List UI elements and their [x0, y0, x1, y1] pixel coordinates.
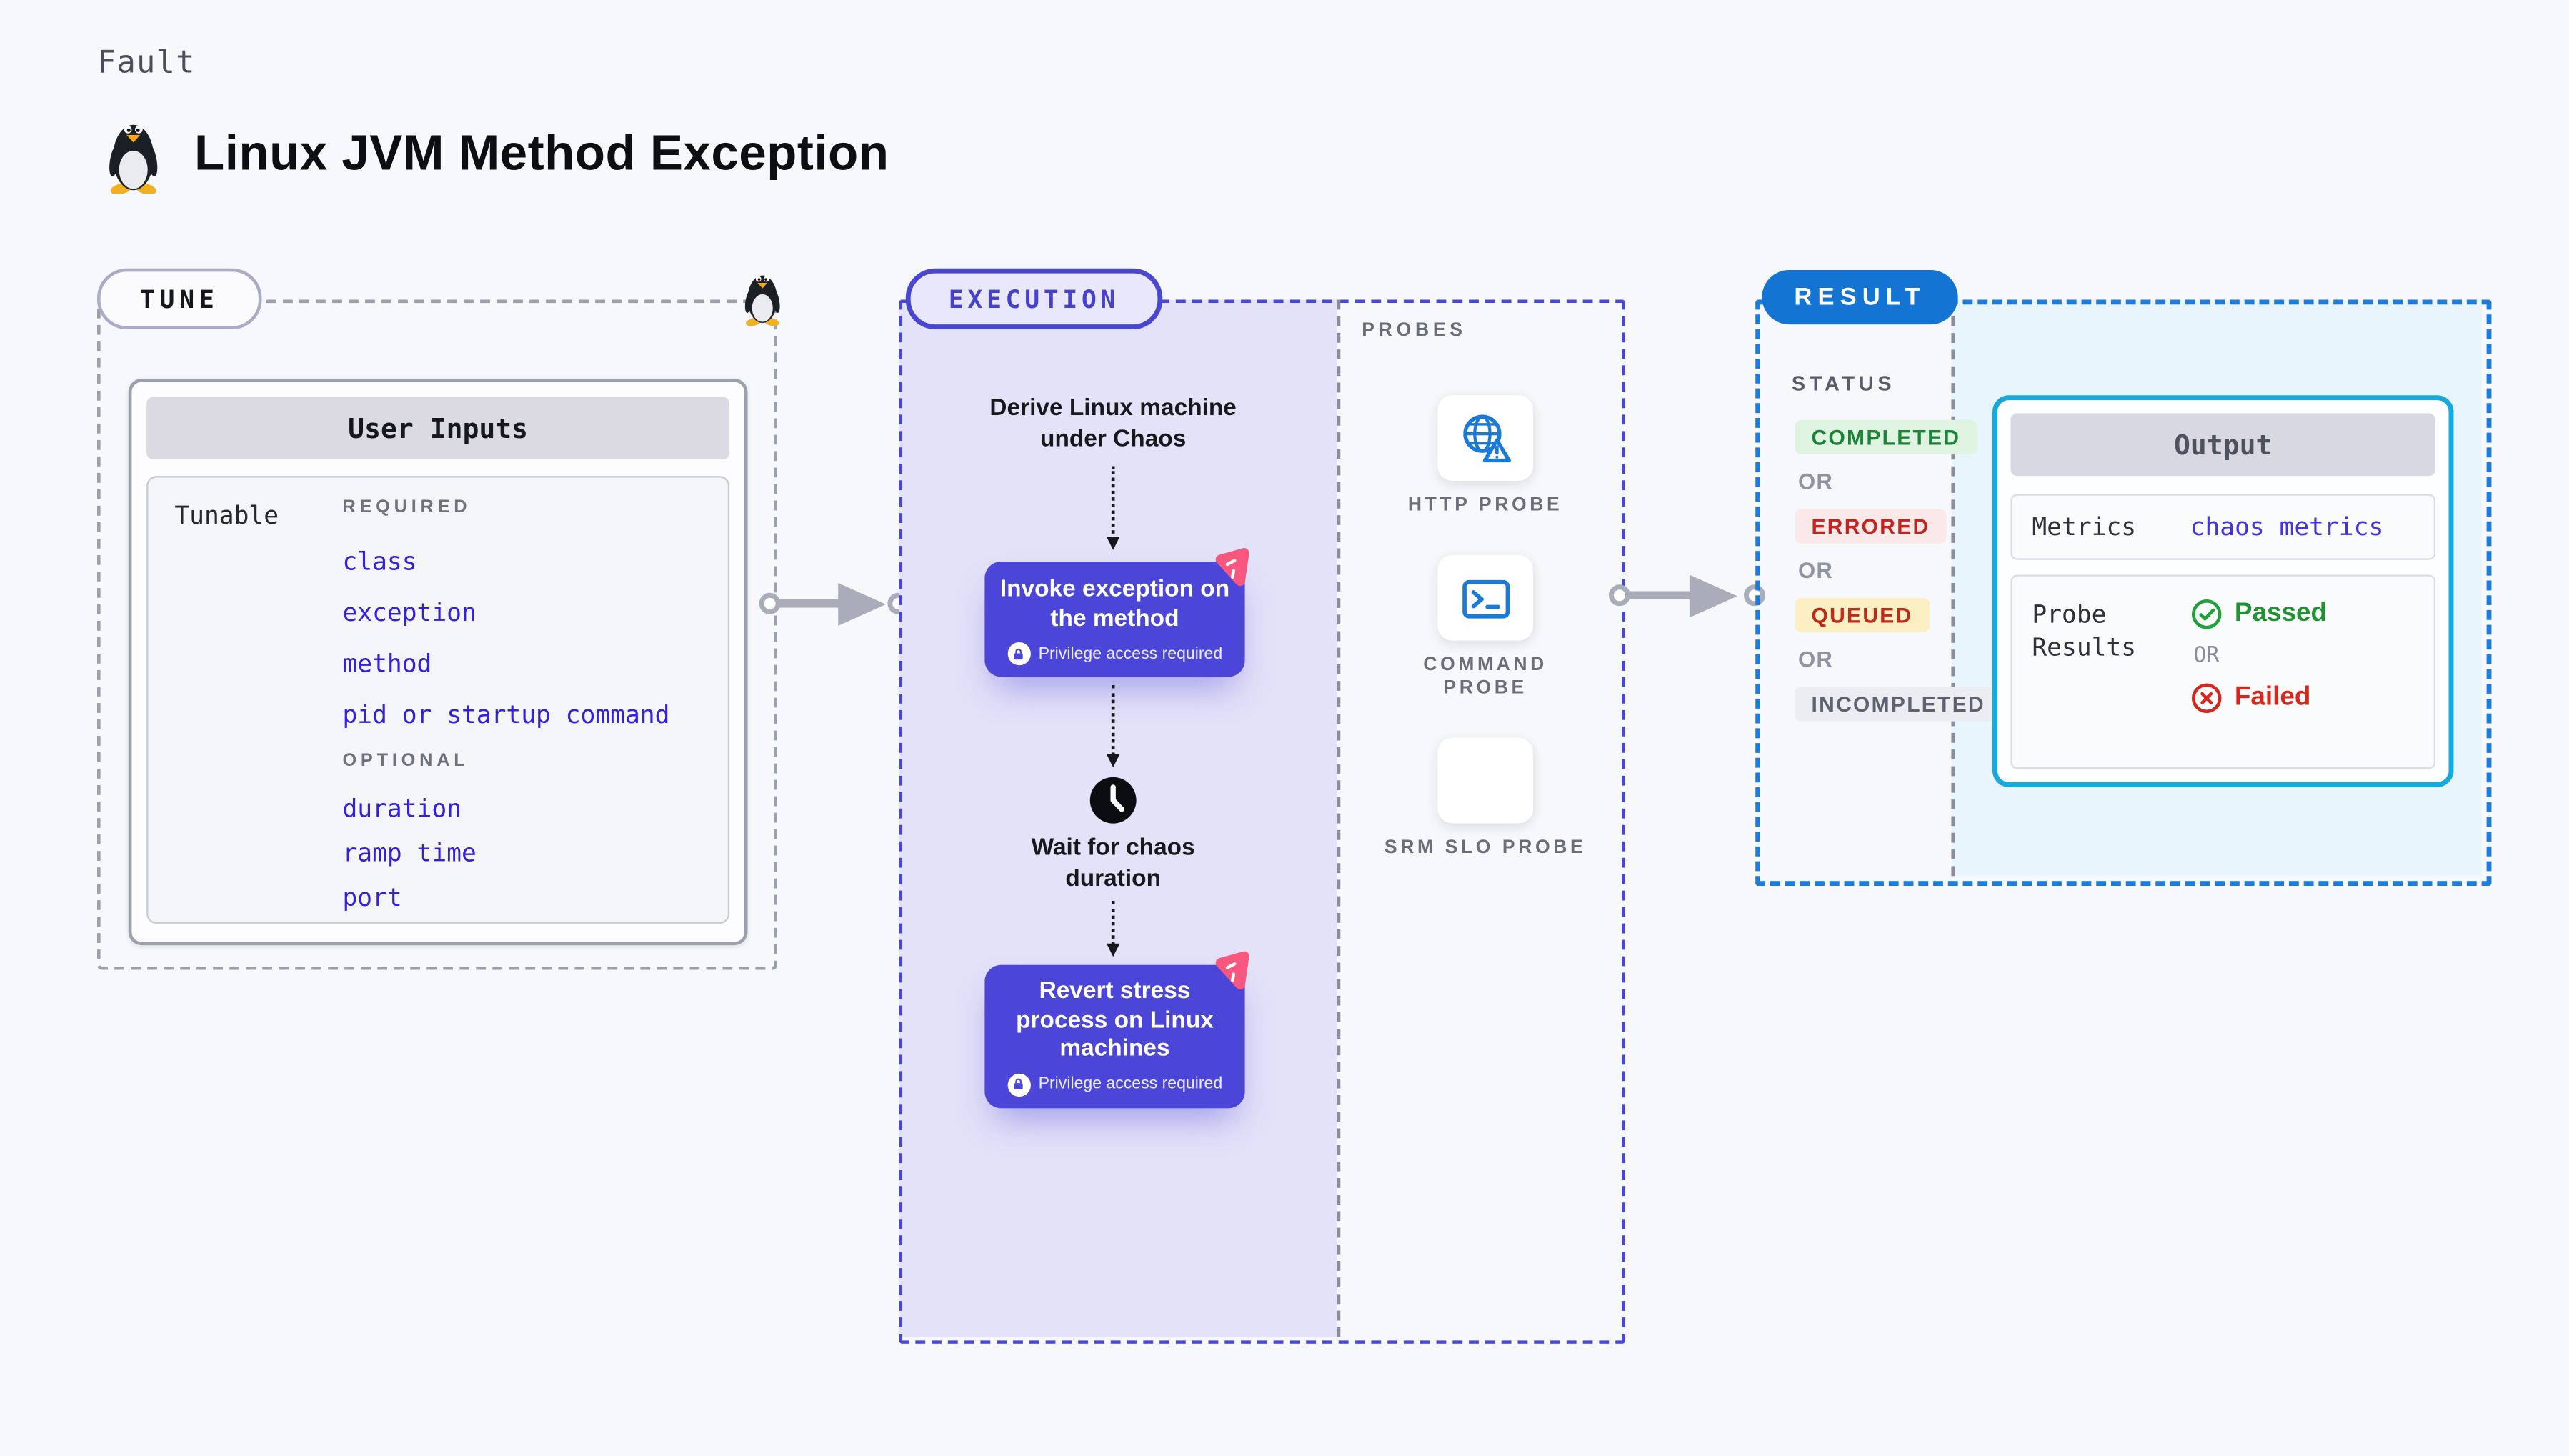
globe-warning-icon [1455, 407, 1515, 468]
optional-label: OPTIONAL [342, 751, 469, 771]
step-invoke-exception-node[interactable]: Invoke exception on the method Privilege… [984, 562, 1245, 677]
failed-x-icon [2190, 682, 2223, 714]
passed-label: Passed [2234, 599, 2328, 628]
srm-slo-probe-label: SRM SLO PROBE [1384, 838, 1587, 858]
or-separator: OR [1798, 558, 1834, 583]
metrics-row: Metrics chaos metrics [2010, 494, 2436, 560]
tunable-link-ramp-time[interactable]: ramp time [342, 838, 477, 868]
or-separator: OR [1798, 647, 1834, 672]
user-inputs-card: User Inputs Tunable REQUIRED class excep… [128, 379, 748, 946]
result-section-box [1755, 299, 2492, 887]
wait-clock-icon [1089, 776, 1138, 825]
terminal-icon [1455, 567, 1515, 628]
or-separator: OR [2193, 644, 2220, 669]
tunable-label: Tunable [174, 500, 279, 531]
execution-section-box [899, 299, 1626, 1344]
tunable-link-port[interactable]: port [342, 882, 402, 912]
tunable-link-class[interactable]: class [342, 547, 417, 577]
probe-results-box: Probe Results Passed OR Failed [2010, 574, 2436, 769]
chaos-fault-badge-icon [1208, 947, 1257, 995]
connector-dot [1608, 584, 1630, 607]
srm-slo-probe-card[interactable] [1437, 737, 1533, 824]
chaos-fault-badge-icon [1208, 543, 1257, 592]
revert-node-title: Revert stress process on Linux machines [1016, 978, 1214, 1062]
connector-dot [1743, 584, 1765, 607]
page-title: Linux JVM Method Exception [194, 126, 889, 181]
slo-donut-check-icon [1455, 750, 1515, 811]
status-badge-errored: ERRORED [1795, 509, 1947, 544]
flow-connector [1106, 684, 1120, 768]
tune-section-pill: TUNE [96, 268, 262, 329]
step-derive-machine: Derive Linux machine under Chaos [989, 395, 1237, 453]
privilege-note: Privilege access required [1038, 1075, 1223, 1094]
status-badge-completed: COMPLETED [1795, 419, 1977, 455]
failed-label: Failed [2234, 683, 2311, 712]
status-badge-queued: QUEUED [1795, 597, 1930, 633]
output-title: Output [2010, 413, 2436, 477]
step-wait-duration: Wait for chaos duration [1031, 834, 1195, 893]
command-probe-label: COMMAND PROBE [1423, 655, 1547, 699]
invoke-node-title: Invoke exception on the method [999, 576, 1230, 632]
metrics-label: Metrics [2032, 512, 2137, 542]
tunable-link-method[interactable]: method [342, 649, 432, 679]
lock-icon [1007, 642, 1031, 666]
tunable-link-exception[interactable]: exception [342, 597, 477, 628]
status-list: COMPLETED OR ERRORED OR QUEUED OR INCOMP… [1795, 419, 2002, 722]
tunables-list: Tunable REQUIRED class exception method … [146, 476, 730, 924]
linux-penguin-icon [102, 115, 165, 194]
required-label: REQUIRED [342, 497, 472, 517]
chaos-metrics-link[interactable]: chaos metrics [2190, 512, 2384, 542]
status-label: STATUS [1791, 372, 1896, 396]
execution-probes-divider [1337, 299, 1341, 1337]
probes-label: PROBES [1362, 321, 1467, 341]
result-section-pill: RESULT [1762, 270, 1958, 325]
lock-icon [1007, 1072, 1031, 1096]
probe-results-label: Probe Results [2032, 599, 2137, 662]
fault-eyebrow: Fault [96, 44, 196, 81]
output-card: Output Metrics chaos metrics Probe Resul… [1992, 395, 2454, 787]
passed-check-icon [2190, 598, 2223, 631]
http-probe-label: HTTP PROBE [1407, 495, 1563, 516]
tune-section-box [96, 299, 777, 970]
tunable-link-duration[interactable]: duration [342, 794, 462, 824]
connector-dot [759, 592, 781, 614]
tunable-link-pid-or-startup-command[interactable]: pid or startup command [342, 699, 670, 730]
step-revert-stress-node[interactable]: Revert stress process on Linux machines … [984, 964, 1245, 1109]
flow-connector [1106, 900, 1120, 957]
command-probe-card[interactable] [1437, 554, 1533, 641]
flow-connector [1106, 466, 1120, 550]
or-separator: OR [1798, 469, 1834, 494]
execution-section-pill: EXECUTION [905, 268, 1163, 329]
linux-penguin-corner-icon [743, 265, 782, 329]
status-badge-incompleted: INCOMPLETED [1795, 687, 2002, 722]
result-inner-divider [1951, 299, 1955, 877]
privilege-note: Privilege access required [1038, 644, 1223, 663]
http-probe-card[interactable] [1437, 395, 1533, 482]
user-inputs-title: User Inputs [146, 397, 730, 460]
